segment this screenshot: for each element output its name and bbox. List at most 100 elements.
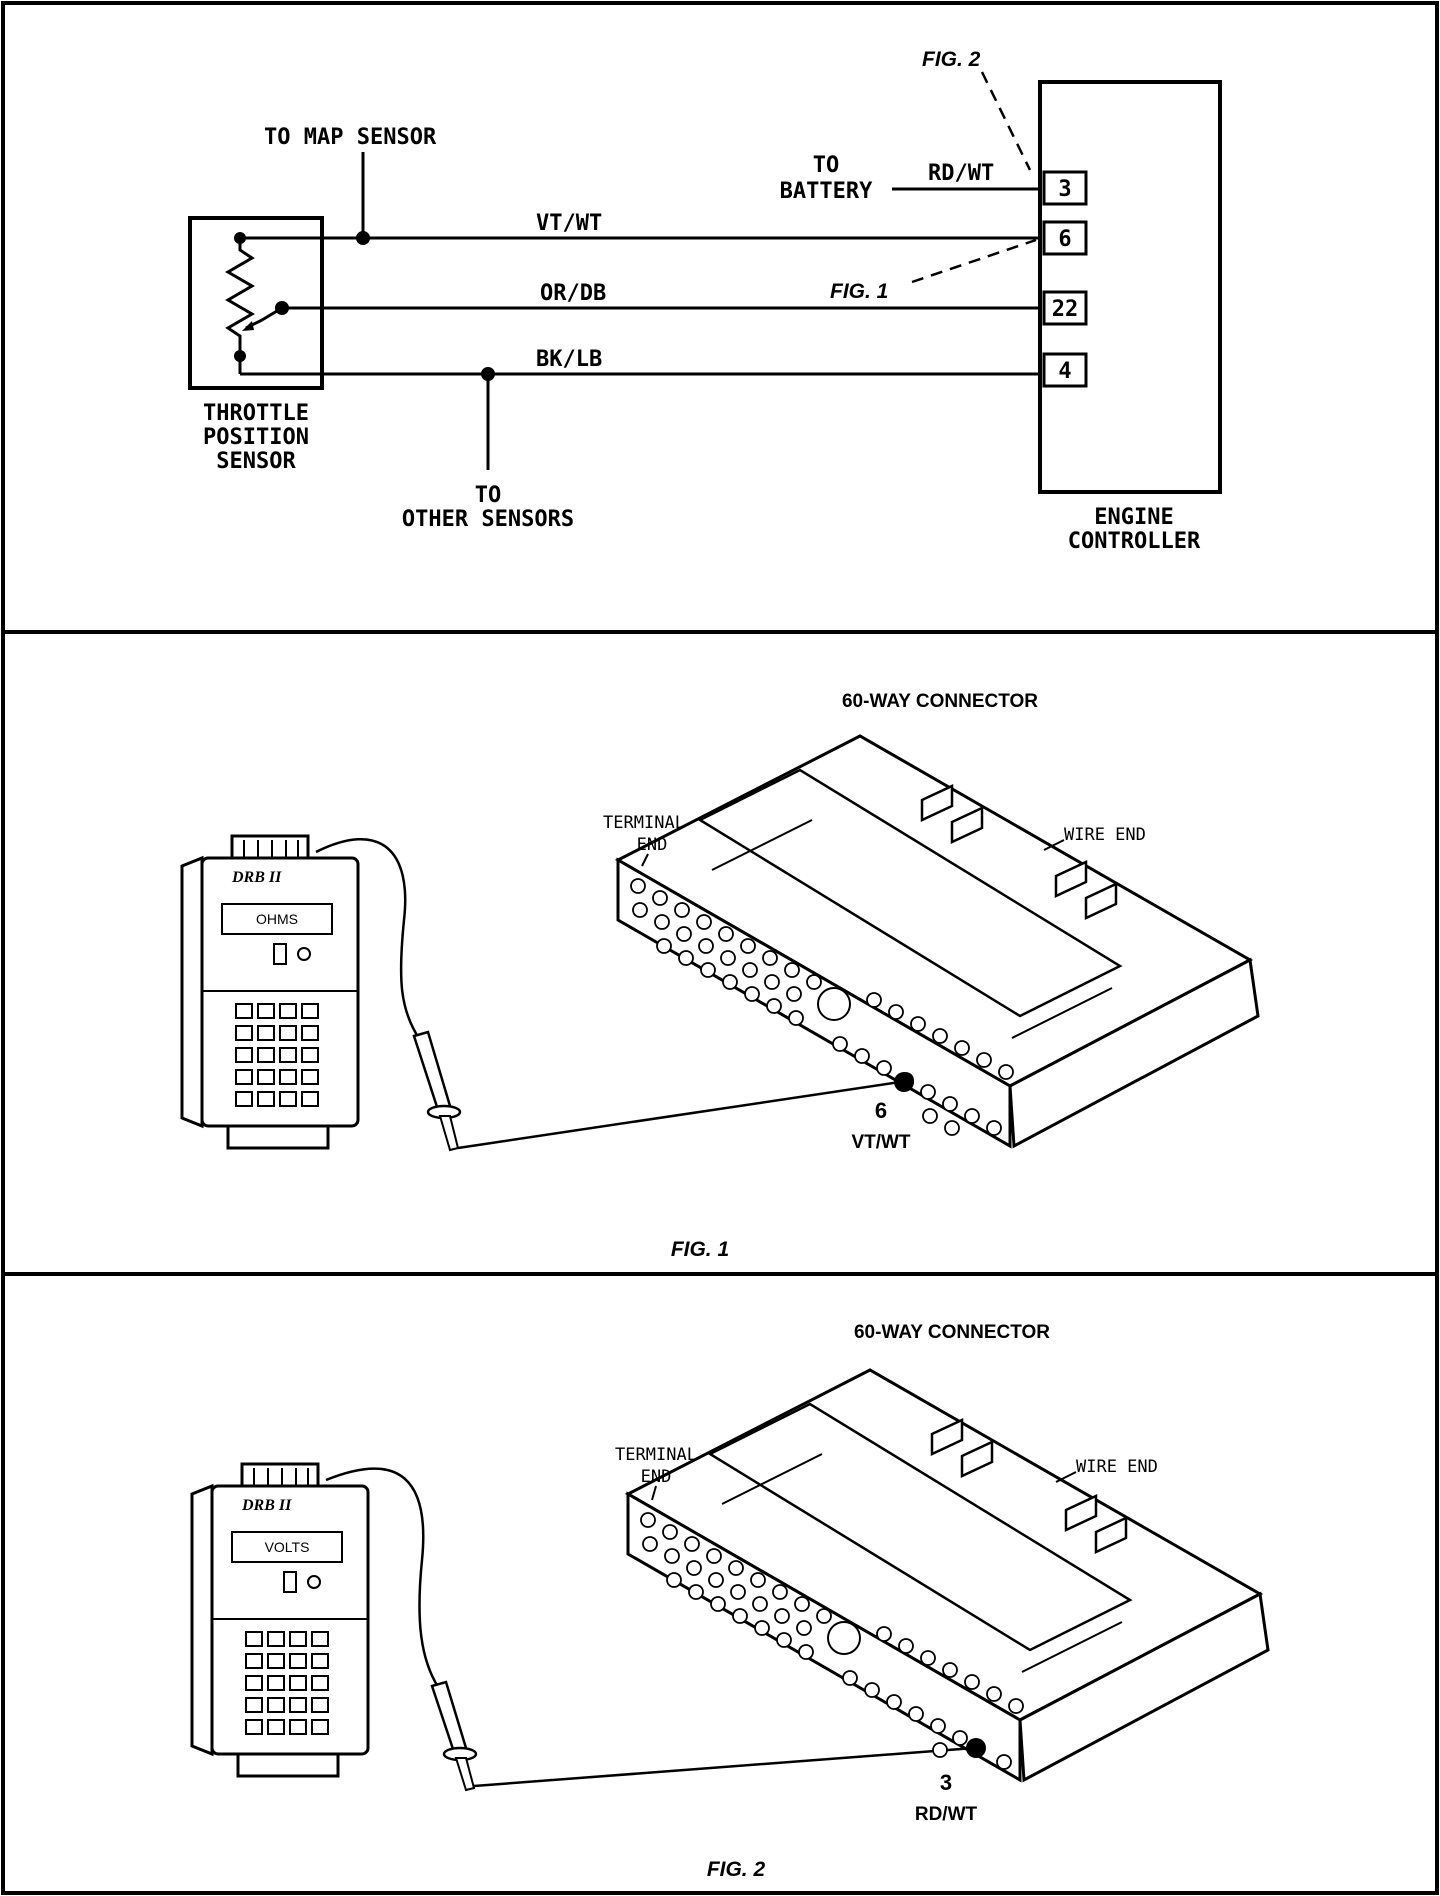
target-pin [966,1738,986,1758]
to-other-sensors-label: TO [475,483,502,508]
junction-dot [275,301,289,315]
fig1-caption: FIG. 1 [671,1238,729,1261]
tester-screen [221,903,333,935]
pin-box [1042,220,1088,256]
junction-dot [481,367,495,381]
drb-tester: DRB II OHMS [180,834,360,1150]
junction-dot [234,232,246,244]
tester-keypad [235,1003,319,1107]
tps-box [188,216,324,390]
connector-face [626,1491,1022,1783]
tester-indicator [273,943,287,965]
wire-end-label: WIRE END [1076,1457,1158,1477]
tps-label: THROTTLE [203,401,309,426]
terminal-end-label: END [637,835,668,855]
tester-side [190,1483,214,1757]
tps-wiper-arrow [242,321,254,331]
pin-number-label: 6 [875,1098,887,1123]
connector-key-hole [817,987,851,1021]
probe-wire [457,1080,901,1150]
terminal-end-label: TERMINAL [603,813,685,833]
connector-recess [707,1402,1133,1652]
pin-number-label: 3 [940,1770,952,1795]
probe-wire [473,1746,975,1788]
wire-vtwt-label: VT/WT [536,211,602,236]
tps-label: POSITION [203,425,309,450]
fig2-title: 60-WAY CONNECTOR [854,1322,1050,1343]
pin-box [1042,290,1088,326]
fig1-leader [911,238,1037,284]
connector-rail [721,1453,823,1505]
pin-wire-color-label: RD/WT [915,1804,978,1825]
to-battery-label: TO [813,153,840,178]
terminal-end-label: TERMINAL [615,1445,697,1465]
tester-indicator [283,1571,297,1593]
wire-rdwt-label: RD/WT [928,161,994,186]
connector-side [1008,957,1260,1149]
tester-screen [231,1531,343,1563]
test-probe [430,1680,478,1792]
junction-dot [234,350,246,362]
wire-end-label: WIRE END [1064,825,1146,845]
wire-end-arrow [1055,1471,1077,1483]
connector-rail [1021,1621,1123,1673]
pin-box [1042,352,1088,388]
fig1-panel: 60-WAY CONNECTOR DRB II OHMS [180,691,1260,1261]
junction-dot [356,231,370,245]
wire-end-arrow [1043,839,1065,851]
pin-22-label: 22 [1052,297,1079,322]
connector-60-way [614,734,1260,1149]
pin-3-label: 3 [1058,177,1071,202]
tester-screen-text: VOLTS [265,1539,310,1555]
tester-brand: DRB II [241,1497,292,1514]
terminal-end-arrow [641,853,649,867]
tester-lead [325,1467,442,1691]
tester-connector [236,1752,340,1778]
wiring-schematic: 3 6 22 4 FIG. 2 FIG. 1 TO MAP SENSOR TO … [188,48,1222,554]
pin-wire-color-label: VT/WT [851,1132,910,1153]
connector-rail [1011,987,1113,1039]
drb-tester: DRB II VOLTS [190,1462,370,1778]
connector-face [616,857,1012,1149]
tester-side [180,855,204,1129]
connector-recess [697,768,1123,1018]
target-pin [894,1072,914,1092]
fig1-reference: FIG. 1 [830,280,888,303]
tester-lead [315,837,422,1041]
connector-rail [711,819,813,871]
connector-key-hole [827,1621,861,1655]
pin-box [1042,170,1088,206]
fig1-title: 60-WAY CONNECTOR [842,691,1038,712]
logo-icon [297,947,311,961]
terminal-end-arrow [651,1485,657,1501]
fig2-caption: FIG. 2 [707,1858,766,1881]
latch-tab [930,1418,1128,1554]
test-probe [412,1030,462,1152]
engine-controller-label: CONTROLLER [1068,529,1201,554]
wire-bklb-label: BK/LB [536,347,602,372]
to-battery-label: BATTERY [780,179,873,204]
connector-60-way [624,1368,1270,1783]
engine-controller-box [1038,80,1222,494]
engine-controller-label: ENGINE [1094,505,1173,530]
tester-screen-text: OHMS [256,911,298,927]
fig2-panel: 60-WAY CONNECTOR DRB II VOLTS [190,1322,1270,1881]
wire-ordb-label: OR/DB [540,281,606,306]
terminal-end-label: END [641,1467,672,1487]
pin-4-label: 4 [1058,359,1071,384]
tps-resistor [225,238,255,354]
logo-icon [307,1575,321,1589]
tps-label: SENSOR [216,449,296,474]
to-map-sensor-label: TO MAP SENSOR [264,125,437,150]
tester-keypad [245,1631,329,1735]
fig2-leader [980,71,1032,171]
pin-cavity-grid [640,1512,1024,1770]
pin-6-label: 6 [1058,227,1071,252]
to-other-sensors-label: OTHER SENSORS [402,507,574,532]
latch-tab [920,784,1118,920]
connector-side [1018,1591,1270,1783]
fig2-reference: FIG. 2 [922,48,981,71]
tester-connector [226,1124,330,1150]
